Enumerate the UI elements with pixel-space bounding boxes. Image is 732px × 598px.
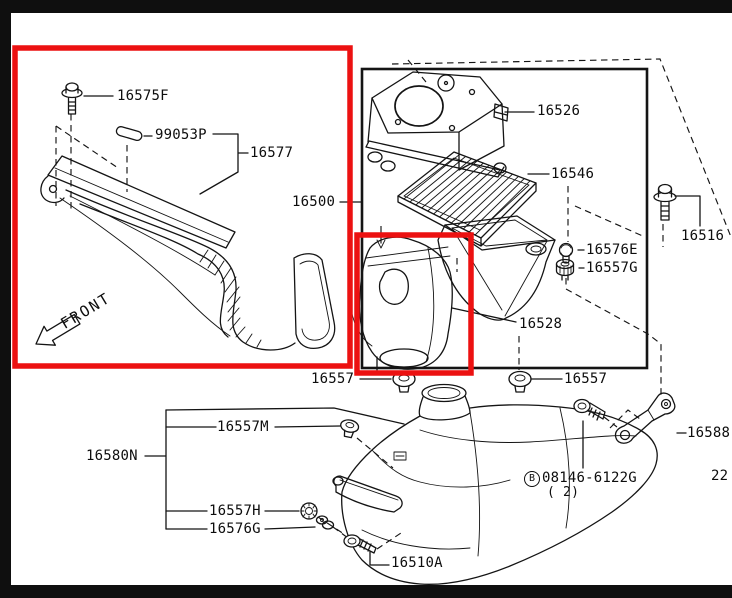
part-label-16500[interactable]: 16500 <box>292 194 336 210</box>
air-cleaner-assembly-box <box>360 67 649 370</box>
part-label-16526[interactable]: 16526 <box>537 103 581 119</box>
bolt-16510A-icon <box>343 534 390 566</box>
part-label-99053p[interactable]: 99053P <box>155 127 207 143</box>
fastener-part-number[interactable]: 08146-6122G <box>542 470 637 486</box>
resonator-tank-drawing <box>332 383 658 585</box>
bracket-16588-drawing <box>614 392 687 444</box>
frame-bottom <box>0 585 732 598</box>
part-label-16557-left[interactable]: 16557 <box>311 371 355 387</box>
air-cleaner-cover-16526-drawing <box>365 71 535 178</box>
part-label-16557g[interactable]: 16557G <box>586 260 638 276</box>
bolt-16516-icon <box>653 183 701 227</box>
part-label-16580n[interactable]: 16580N <box>86 448 138 464</box>
construction-dashed-lines <box>55 58 732 550</box>
part-label-16577[interactable]: 16577 <box>250 145 294 161</box>
front-arrow-icon <box>35 313 81 346</box>
frame-top <box>0 0 732 13</box>
frame-left <box>0 13 11 585</box>
part-label-16516[interactable]: 16516 <box>681 228 725 244</box>
part-label-16576e[interactable]: 16576E <box>586 242 638 258</box>
highlight-box-air-duct <box>12 45 353 369</box>
fastener-quantity: ( 2) <box>547 485 580 500</box>
filter-element-16546-drawing <box>397 151 550 247</box>
part-label-16576g[interactable]: 16576G <box>209 521 261 537</box>
screw-16576E-icon <box>558 242 585 264</box>
part-label-16510a[interactable]: 16510A <box>391 555 443 571</box>
case-lower-shell-drawing <box>349 236 453 371</box>
part-label-16557h[interactable]: 16557H <box>209 503 261 519</box>
page-section-ref: 22 <box>711 468 729 484</box>
nut-16557G-icon <box>555 258 585 281</box>
bolt-16575F-icon <box>61 82 83 115</box>
bolt-08146-6122G-icon <box>573 398 606 469</box>
part-label-16557m[interactable]: 16557M <box>217 419 269 435</box>
assembly-boxes <box>12 45 649 376</box>
part-label-16575f[interactable]: 16575F <box>117 88 169 104</box>
air-duct-16577-drawing <box>40 82 336 351</box>
resonator-parts-callout-lines <box>144 407 405 530</box>
air-cleaner-case-16528-drawing <box>376 215 556 323</box>
part-label-16528[interactable]: 16528 <box>519 316 563 332</box>
nut-16557H-icon <box>300 502 318 520</box>
part-label-16557-right[interactable]: 16557 <box>564 371 608 387</box>
highlight-box-case-lower <box>354 232 474 376</box>
part-label-16546[interactable]: 16546 <box>551 166 595 182</box>
grommet-16557M-icon <box>340 419 360 439</box>
circled-b-icon: B <box>524 471 540 487</box>
grommet-16557-right-icon <box>508 370 563 393</box>
part-label-16588[interactable]: 16588 <box>687 425 731 441</box>
grommet-16576G-icon <box>315 515 335 530</box>
